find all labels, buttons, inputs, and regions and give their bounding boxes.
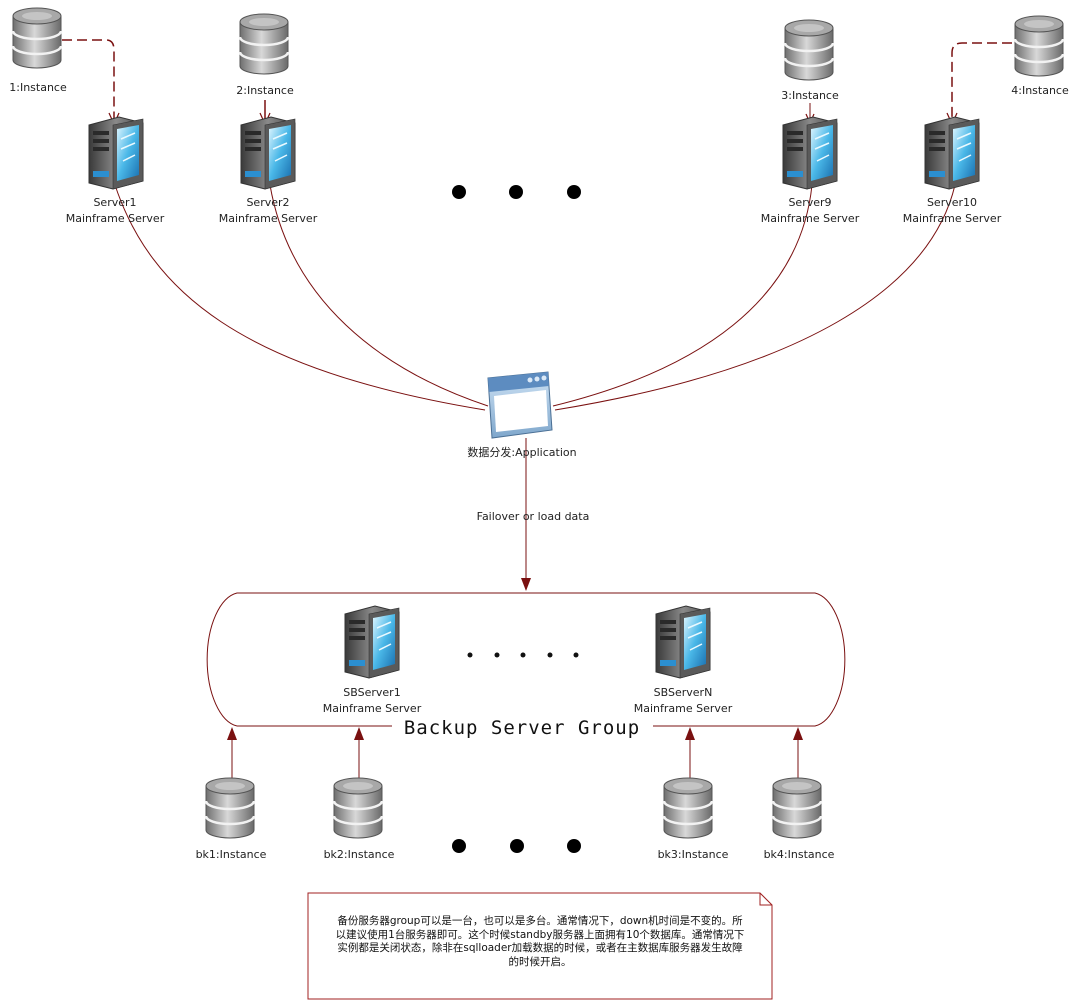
backup-instance-4-node[interactable]: bk4:Instance bbox=[764, 776, 835, 861]
sbserver1-name: SBServer1 bbox=[343, 686, 400, 699]
database-icon bbox=[204, 776, 256, 840]
sbserver1-node[interactable]: SBServer1 Mainframe Server bbox=[323, 605, 422, 715]
note-line: 实例都是关闭状态，除非在sqlloader加载数据的时候，或者在主数据库服务器发… bbox=[337, 942, 743, 954]
server1-type: Mainframe Server bbox=[66, 212, 165, 225]
instance-2-node[interactable]: 2:Instance bbox=[236, 12, 294, 97]
database-icon bbox=[11, 6, 63, 70]
backup-instance-4-label: bk4:Instance bbox=[764, 848, 835, 861]
database-icon bbox=[238, 12, 290, 76]
server-tower-icon bbox=[655, 605, 711, 679]
link-server9-to-application bbox=[552, 184, 813, 407]
instance4-to-server10-dashed bbox=[951, 42, 1012, 122]
server-tower-icon bbox=[782, 116, 838, 190]
database-icon bbox=[662, 776, 714, 840]
instance-3-label: 3:Instance bbox=[781, 89, 839, 102]
sbservern-type: Mainframe Server bbox=[634, 702, 733, 715]
backup-instance-1-node[interactable]: bk1:Instance bbox=[196, 776, 267, 861]
note-comment: 备份服务器group可以是一台，也可以是多台。通常情况下，down机时间是不变的… bbox=[308, 893, 772, 999]
ellipsis-backup-servers bbox=[467, 652, 579, 658]
instance-1-node[interactable]: 1:Instance bbox=[9, 6, 67, 94]
backup-instance-2-node[interactable]: bk2:Instance bbox=[324, 776, 395, 861]
link-server10-to-application bbox=[554, 184, 956, 411]
instance1-to-server1-dashed bbox=[62, 39, 115, 122]
backup-server-group: Backup Server Group SBServer1 Mainframe … bbox=[206, 592, 846, 739]
ellipsis-backup-instances bbox=[452, 839, 581, 853]
backup-instance-3-label: bk3:Instance bbox=[658, 848, 729, 861]
server1-node[interactable]: Server1 Mainframe Server bbox=[66, 116, 165, 225]
backup-instance-3-node[interactable]: bk3:Instance bbox=[658, 776, 729, 861]
instance-4-label: 4:Instance bbox=[1011, 84, 1069, 97]
database-icon bbox=[332, 776, 384, 840]
sbservern-name: SBServerN bbox=[654, 686, 713, 699]
server-tower-icon bbox=[88, 116, 144, 190]
backup-instance-1-label: bk1:Instance bbox=[196, 848, 267, 861]
instance-2-label: 2:Instance bbox=[236, 84, 294, 97]
server-tower-icon bbox=[924, 116, 980, 190]
instance-4-node[interactable]: 4:Instance bbox=[1011, 14, 1069, 97]
database-icon bbox=[771, 776, 823, 840]
server2-name: Server2 bbox=[246, 196, 289, 209]
server9-type: Mainframe Server bbox=[761, 212, 860, 225]
server9-node[interactable]: Server9 Mainframe Server bbox=[761, 116, 860, 225]
failover-edge-label: Failover or load data bbox=[477, 510, 590, 523]
backup-instance-2-label: bk2:Instance bbox=[324, 848, 395, 861]
instance-1-label: 1:Instance bbox=[9, 81, 67, 94]
connector-lines bbox=[62, 39, 1012, 778]
server10-node[interactable]: Server10 Mainframe Server bbox=[903, 116, 1002, 225]
note-outline bbox=[307, 892, 773, 1000]
ellipsis-top-servers bbox=[452, 185, 581, 199]
server9-name: Server9 bbox=[788, 196, 831, 209]
application-node[interactable]: 数据分发:Application bbox=[467, 371, 577, 459]
server10-type: Mainframe Server bbox=[903, 212, 1002, 225]
note-line: 的时候开启。 bbox=[508, 955, 572, 968]
link-server2-to-application bbox=[269, 184, 489, 407]
backup-group-title: Backup Server Group bbox=[404, 717, 640, 739]
server1-name: Server1 bbox=[93, 196, 136, 209]
server2-node[interactable]: Server2 Mainframe Server bbox=[219, 116, 318, 225]
sbserver1-type: Mainframe Server bbox=[323, 702, 422, 715]
server10-name: Server10 bbox=[927, 196, 977, 209]
backup-group-outline bbox=[206, 592, 846, 727]
application-to-backup-arrowhead bbox=[521, 578, 531, 591]
link-server1-to-application bbox=[114, 184, 486, 411]
application-window-icon bbox=[487, 371, 553, 439]
note-line: 以建议使用1台服务器即可。这个时候standby服务器上面拥有10个数据库。通常… bbox=[335, 928, 745, 941]
instance-3-node[interactable]: 3:Instance bbox=[781, 18, 839, 102]
application-label: 数据分发:Application bbox=[467, 445, 576, 459]
note-line: 备份服务器group可以是一台，也可以是多台。通常情况下，down机时间是不变的… bbox=[337, 915, 743, 927]
server2-type: Mainframe Server bbox=[219, 212, 318, 225]
server-tower-icon bbox=[344, 605, 400, 679]
sbservern-node[interactable]: SBServerN Mainframe Server bbox=[634, 605, 733, 715]
database-icon bbox=[1013, 14, 1065, 78]
database-icon bbox=[783, 18, 835, 82]
server-tower-icon bbox=[240, 116, 296, 190]
